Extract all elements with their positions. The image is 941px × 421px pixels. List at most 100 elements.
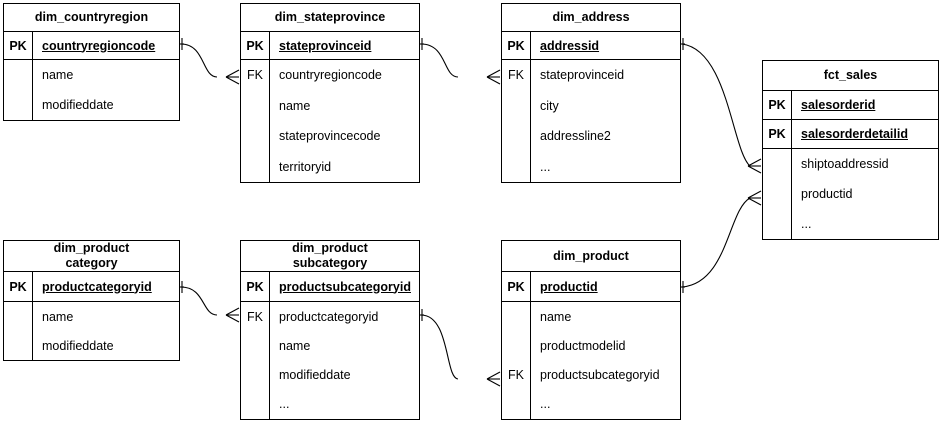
- entity-title-line: dim_product: [292, 241, 368, 255]
- fk-marker-label: FK: [508, 368, 524, 383]
- attribute-key-blank: [241, 91, 269, 122]
- entity-title-line: subcategory: [292, 256, 368, 270]
- pk-marker-label: PK: [507, 38, 525, 53]
- attribute-key-column: [4, 60, 32, 120]
- pk-marker-label: PK: [9, 38, 27, 53]
- fk-marker-label: FK: [247, 309, 263, 324]
- relationship-line: [180, 286, 218, 316]
- attribute-name: name: [42, 309, 74, 324]
- cardinality-many-crowsfoot: [747, 158, 762, 174]
- key-row[interactable]: PK salesorderid: [763, 91, 938, 120]
- attribute-name: ...: [540, 159, 551, 174]
- attribute-name: name: [279, 98, 311, 113]
- cardinality-many-crowsfoot: [486, 371, 501, 387]
- primary-key-column-name: productid: [530, 272, 680, 301]
- entity-title-line: fct_sales: [823, 68, 878, 82]
- attribute-name: city: [540, 98, 559, 113]
- attribute-key-blank: [4, 302, 32, 331]
- attribute-name: ...: [279, 397, 290, 412]
- attribute-key-blank: [241, 121, 269, 152]
- attribute-key-column: FK: [502, 60, 530, 182]
- attribute-name: stateprovincecode: [279, 129, 381, 144]
- entity-title-line: dim_stateprovince: [274, 10, 386, 24]
- attribute-name: productmodelid: [540, 338, 626, 353]
- pk-marker-label: PK: [246, 279, 264, 294]
- edge-countryregion-stateprovince: [180, 38, 240, 85]
- entity-title: fct_sales: [763, 61, 938, 91]
- cardinality-many-crowsfoot: [225, 69, 240, 85]
- attribute-key-blank: [763, 149, 791, 179]
- entity-title: dim_address: [502, 4, 680, 32]
- cardinality-many-crowsfoot: [225, 307, 240, 323]
- attribute-key-blank: [763, 209, 791, 239]
- edge-product-fctsales: [681, 190, 762, 293]
- attribute-key-column: FK: [241, 302, 269, 419]
- pk-marker-label: PK: [507, 279, 525, 294]
- primary-key-column-name: salesorderid: [791, 91, 938, 119]
- fk-marker-label: FK: [247, 68, 263, 83]
- pk-marker-label: PK: [9, 279, 27, 294]
- attribute-name: addressline2: [540, 129, 611, 144]
- relationship-line: [420, 43, 459, 78]
- attribute-key-blank: [4, 90, 32, 120]
- attribute-name: productid: [801, 187, 853, 201]
- primary-key-column-name: salesorderdetailid: [791, 120, 938, 148]
- attribute-key-blank: [502, 152, 530, 183]
- edge-category-subcategory: [180, 281, 240, 323]
- attribute-key-blank: [241, 361, 269, 390]
- attributes-block: name modifieddate: [4, 302, 179, 360]
- edge-subcategory-product: [420, 309, 501, 387]
- attribute-key-blank: [502, 121, 530, 152]
- attribute-name-column: countryregioncode name stateprovincecode te…: [269, 60, 419, 182]
- pk-marker-label: PK: [768, 98, 786, 112]
- attribute-name: countryregioncode: [279, 68, 382, 83]
- relationship-line: [420, 314, 459, 380]
- attribute-key-blank: [502, 91, 530, 122]
- entity-title-line: dim_countryregion: [34, 10, 149, 24]
- attribute-key-column: FK: [241, 60, 269, 182]
- primary-key-column-name: productsubcategoryid: [269, 272, 419, 301]
- attribute-key-blank: [4, 331, 32, 360]
- entity-title-line: category: [65, 256, 118, 270]
- attribute-name: name: [42, 68, 74, 82]
- attribute-key-blank: [4, 60, 32, 90]
- attribute-name: name: [279, 338, 311, 353]
- entity-title: dim_countryregion: [4, 4, 179, 32]
- attribute-name-column: name modifieddate: [32, 302, 179, 360]
- attribute-name: territoryid: [279, 159, 332, 174]
- entity-title: dim_product: [502, 241, 680, 272]
- attribute-name: ...: [540, 397, 551, 412]
- entity-title-line: dim_product: [553, 248, 629, 263]
- attribute-name: name: [540, 309, 572, 324]
- attribute-name: ...: [801, 217, 812, 231]
- attribute-name: productcategoryid: [279, 309, 379, 324]
- attribute-key-blank: [502, 390, 530, 419]
- key-row[interactable]: PK productsubcategoryid: [241, 272, 419, 302]
- attribute-name: modifieddate: [42, 338, 114, 353]
- attribute-key-column: FK: [502, 302, 530, 419]
- cardinality-many-crowsfoot: [747, 190, 762, 206]
- key-row[interactable]: PK productid: [502, 272, 680, 302]
